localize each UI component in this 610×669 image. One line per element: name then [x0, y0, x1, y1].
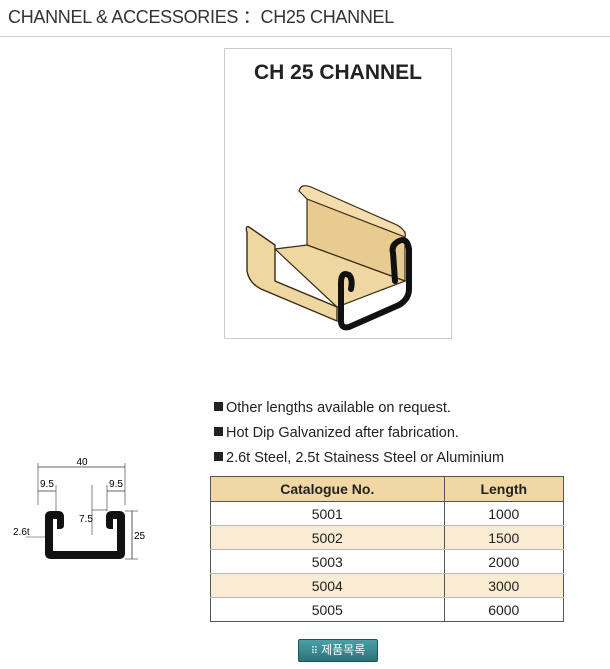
- table-header-row: Catalogue No. Length: [210, 476, 565, 502]
- dim-width: 40: [76, 457, 88, 468]
- note-item: Hot Dip Galvanized after fabrication.: [214, 425, 504, 450]
- product-image-box: CH 25 CHANNEL: [224, 48, 452, 339]
- product-list-button[interactable]: ⠿제품목록: [298, 639, 378, 662]
- dim-thickness: 2.6t: [13, 527, 30, 538]
- notes-list: Other lengths available on request. Hot …: [214, 400, 504, 475]
- square-bullet-icon: [214, 402, 223, 411]
- page-title: CHANNEL & ACCESSORIES ：CH25 CHANNEL: [8, 7, 394, 27]
- dim-height: 25: [134, 531, 146, 542]
- product-list-label: 제품목록: [321, 643, 366, 657]
- col-catalogue-header: Catalogue No.: [210, 476, 445, 502]
- note-item: Other lengths available on request.: [214, 400, 504, 425]
- note-item: 2.6t Steel, 2.5t Stainess Steel or Alumi…: [214, 450, 504, 475]
- col-length-header: Length: [443, 476, 565, 502]
- dim-lip-left: 9.5: [40, 479, 54, 490]
- dim-lip-right: 9.5: [109, 479, 123, 490]
- square-bullet-icon: [214, 427, 223, 436]
- dimension-drawing: 40 9.5 9.5 7.5 2.6t 25: [13, 457, 146, 560]
- square-bullet-icon: [214, 452, 223, 461]
- page-header: CHANNEL & ACCESSORIES ：CH25 CHANNEL: [0, 0, 610, 37]
- dim-opening: 7.5: [79, 514, 93, 525]
- grid-icon: ⠿: [310, 646, 319, 657]
- product-title: CH 25 CHANNEL: [253, 61, 423, 84]
- channel-3d-illustration-icon: [245, 185, 412, 331]
